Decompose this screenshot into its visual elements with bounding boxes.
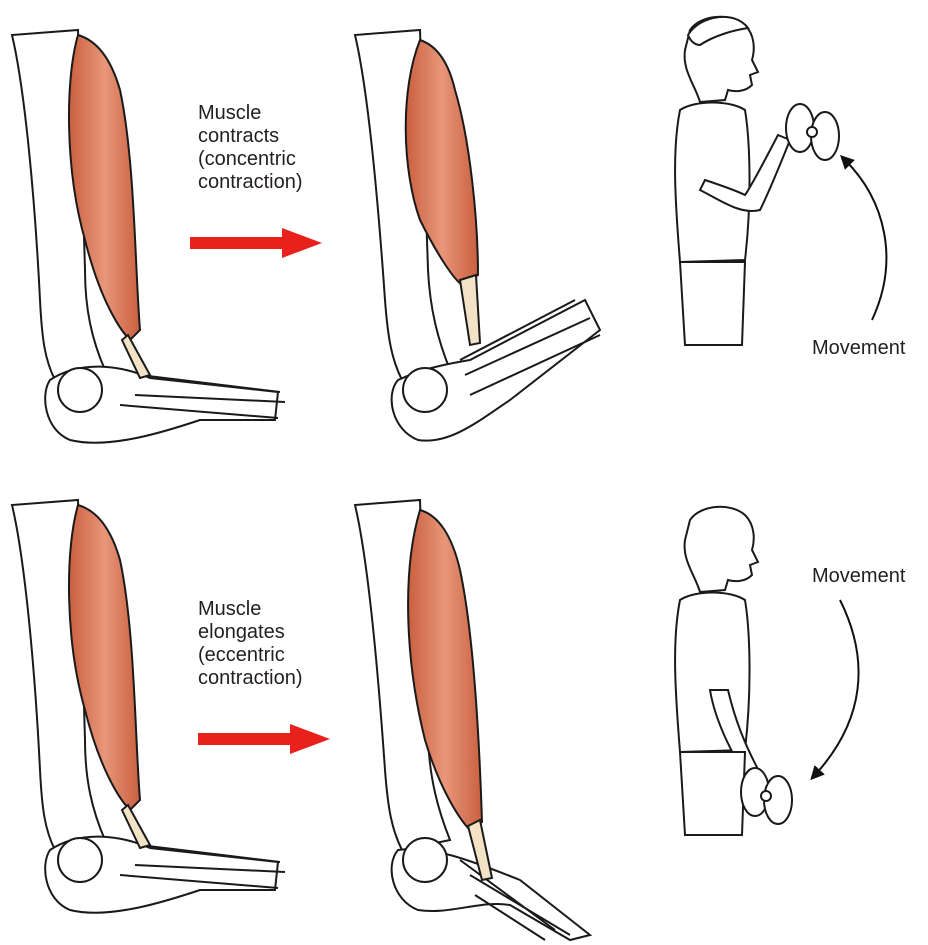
legs [680, 752, 745, 835]
arm-bottom-middle [355, 500, 590, 940]
red-arrow-top [190, 228, 322, 258]
arm-flexed-top [355, 30, 600, 441]
dumbbell-icon [741, 768, 792, 824]
person-curl-up [675, 17, 839, 345]
caption-concentric: Muscle contracts (concentric contraction… [198, 102, 303, 194]
arm-bottom-left [12, 500, 285, 913]
biceps-tendon [460, 275, 480, 345]
movement-arrow-down [815, 600, 859, 775]
legs [680, 262, 745, 345]
movement-label-bottom: Movement [812, 565, 905, 588]
person-curl-down [675, 507, 792, 835]
caption-eccentric: Muscle elongates (eccentric contraction) [198, 598, 303, 690]
movement-arrow-up [845, 160, 886, 320]
head [685, 507, 758, 592]
dumbbell-icon [786, 104, 839, 160]
arm-extended-top [12, 30, 285, 443]
red-arrow-bottom [198, 724, 330, 754]
movement-label-top: Movement [812, 337, 905, 360]
